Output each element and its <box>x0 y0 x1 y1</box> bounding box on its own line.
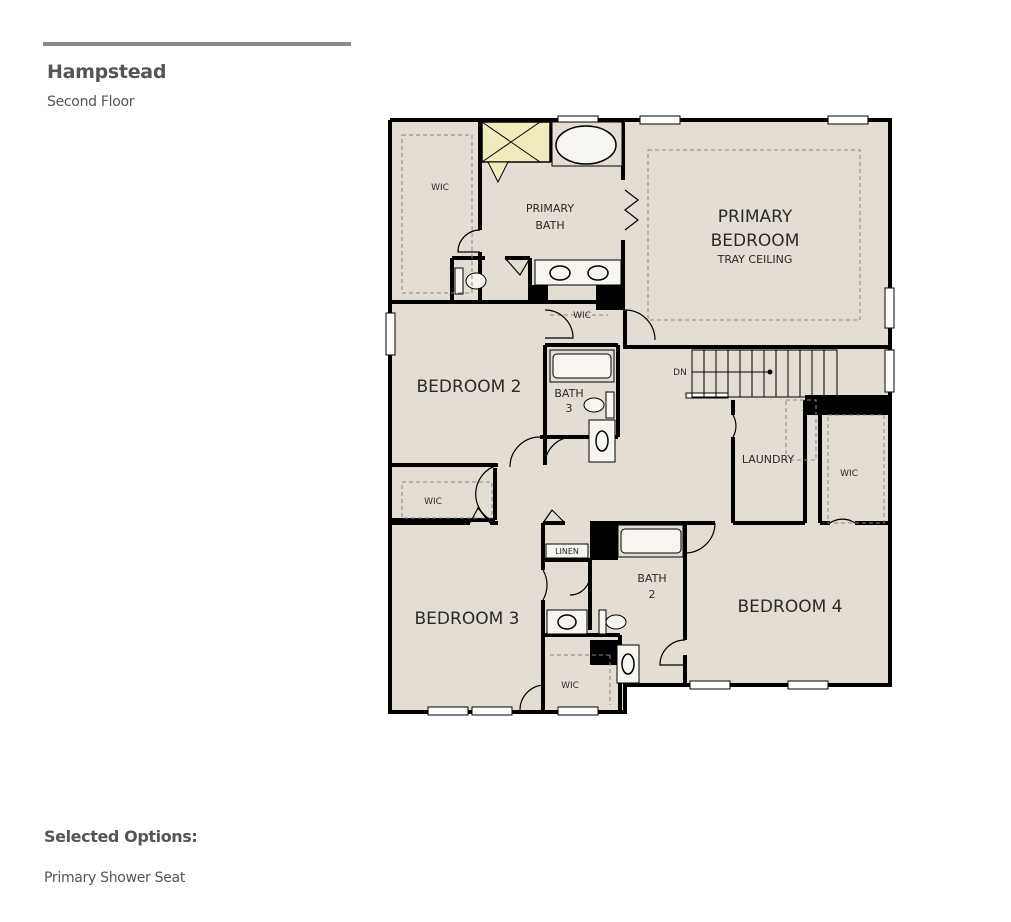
tray-ceiling-outline <box>647 149 861 321</box>
label-bath-3-1: BATH <box>554 387 583 400</box>
label-bedroom-2: BEDROOM 2 <box>417 377 522 397</box>
label-bath-2-1: BATH <box>637 572 666 585</box>
label-bedroom-3: BEDROOM 3 <box>415 609 520 629</box>
closet-shelves <box>401 134 885 705</box>
bath2-fixtures <box>546 524 684 684</box>
label-primary-wic: WIC <box>431 183 449 193</box>
door-swings <box>457 189 856 711</box>
label-bedroom3-wic: WIC <box>561 681 579 691</box>
bathtub <box>551 121 623 167</box>
label-primary-bath-2: BATH <box>535 219 564 232</box>
label-primary-bath-1: PRIMARY <box>526 202 574 215</box>
toilet <box>454 267 487 295</box>
bath3-fixtures <box>549 349 616 463</box>
structural-blocks <box>530 285 890 665</box>
plan-title: Hampstead <box>47 61 167 83</box>
label-bedroom4-wic: WIC <box>840 469 858 479</box>
selected-options-heading: Selected Options: <box>44 827 198 846</box>
windows <box>385 115 895 716</box>
shower <box>481 121 553 184</box>
floor-plan: PRIMARY BEDROOM TRAY CEILING PRIMARY BAT… <box>380 110 900 720</box>
label-stairs-down: DN <box>673 368 687 378</box>
label-linen: LINEN <box>555 547 579 556</box>
label-bedroom-4: BEDROOM 4 <box>738 597 843 617</box>
exterior-wall <box>388 118 892 714</box>
selected-option-item: Primary Shower Seat <box>44 870 186 886</box>
linen-closet <box>545 543 589 559</box>
label-tray-ceiling: TRAY CEILING <box>717 253 793 266</box>
room-labels: PRIMARY BEDROOM TRAY CEILING PRIMARY BAT… <box>415 183 858 691</box>
label-bedroom2-wic: WIC <box>424 497 442 507</box>
label-primary-bedroom-1: PRIMARY <box>718 207 793 227</box>
staircase <box>691 349 838 398</box>
floor-plan-drawing: PRIMARY BEDROOM TRAY CEILING PRIMARY BAT… <box>385 115 895 716</box>
floor-area <box>390 120 890 710</box>
label-primary-bedroom-2: BEDROOM <box>711 231 800 251</box>
label-bath-3-2: 3 <box>566 402 573 415</box>
header-divider <box>43 42 351 46</box>
label-primary-wic-small: WIC <box>573 311 591 321</box>
label-laundry: LAUNDRY <box>742 453 795 466</box>
label-bath-2-2: 2 <box>649 588 656 601</box>
floor-subtitle: Second Floor <box>47 94 135 110</box>
double-vanity <box>534 259 622 286</box>
